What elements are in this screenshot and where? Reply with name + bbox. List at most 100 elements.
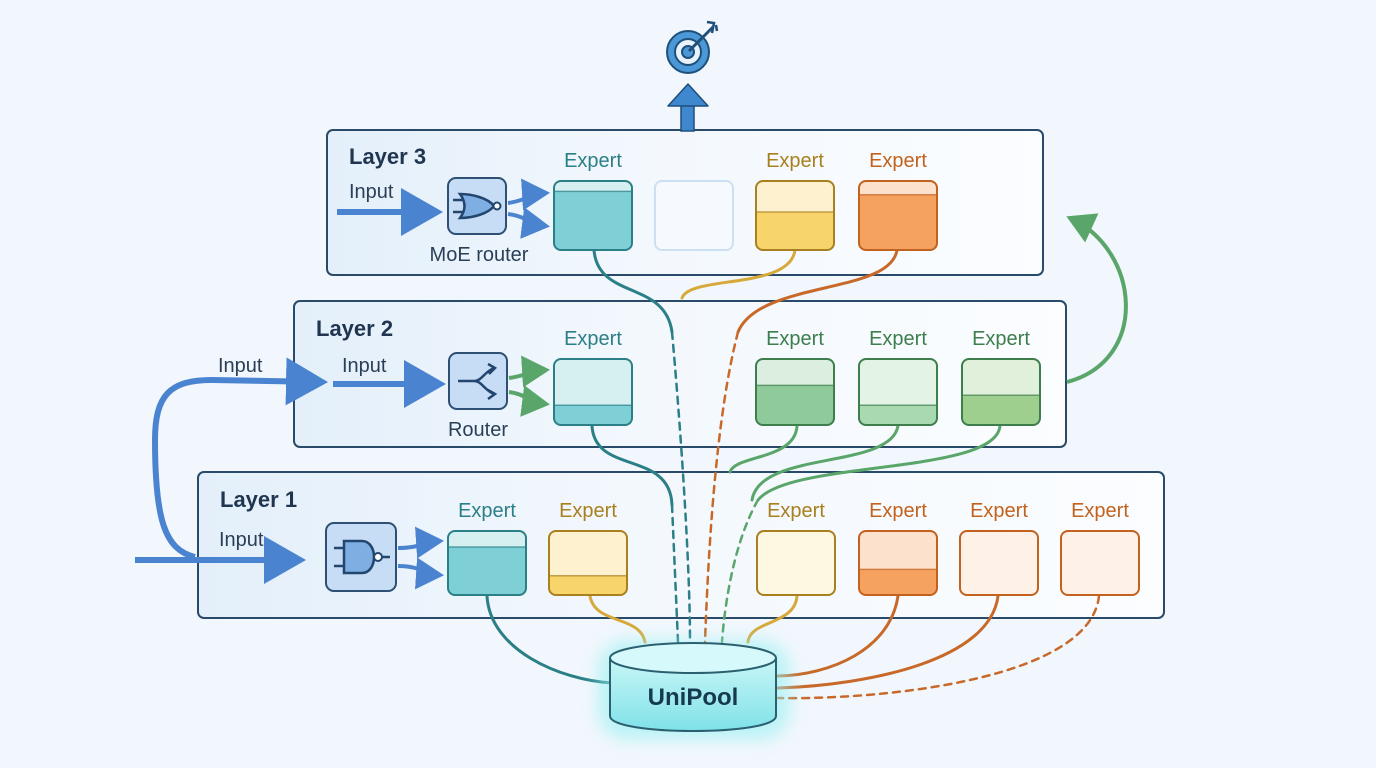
- expert-box-tint: [757, 531, 835, 595]
- layer-2-route-arrow-b: [508, 385, 550, 417]
- expert-block: Expert: [548, 500, 628, 596]
- expert-box-border: [1060, 530, 1140, 596]
- expert-box-border: [858, 530, 938, 596]
- layer-3-route-arrow-b: [507, 207, 550, 239]
- expert-block: Expert: [858, 500, 938, 596]
- expert-box-tint: [1061, 531, 1139, 595]
- unipool-store: UniPool: [598, 640, 790, 740]
- layer-2-outer-input-arrow: [211, 357, 328, 406]
- expert-fill-level: [448, 547, 526, 595]
- connector-l1-e5: [776, 594, 1000, 690]
- expert-box-border: [756, 530, 836, 596]
- expert-block: Expert: [858, 150, 938, 251]
- expert-fill-level: [756, 212, 834, 250]
- expert-fill-level: [859, 194, 937, 250]
- connector-l1-e6: [776, 594, 1101, 700]
- expert-block: Expert: [755, 328, 835, 426]
- expert-box-border: [858, 180, 938, 251]
- expert-label: Expert: [869, 328, 927, 350]
- expert-block: Expert: [961, 328, 1041, 426]
- expert-block: Expert: [553, 328, 633, 426]
- layer-1-input-label: Input: [219, 529, 264, 551]
- expert-label: Expert: [869, 150, 927, 172]
- expert-box-border: [755, 180, 835, 251]
- layer-2-title: Layer 2: [316, 316, 393, 341]
- expert-block: [654, 180, 734, 251]
- expert-label: Expert: [564, 328, 622, 350]
- expert-box-bg: [757, 531, 835, 595]
- expert-block: Expert: [755, 150, 835, 251]
- expert-fill-level: [756, 385, 834, 425]
- expert-label: Expert: [970, 500, 1028, 522]
- or-gate-icon: [447, 177, 507, 235]
- expert-block: Expert: [447, 500, 527, 596]
- connector-l2-e3: [750, 424, 900, 502]
- expert-box-border: [548, 530, 628, 596]
- expert-block: Expert: [1060, 500, 1140, 596]
- connector-l1-e2: [588, 594, 647, 644]
- layer-1-experts: Expert Expert Expert Expert Expert Expert: [447, 500, 1140, 596]
- unipool-label: UniPool: [648, 684, 739, 711]
- expert-block: Expert: [756, 500, 836, 596]
- nand-gate-icon: [325, 522, 397, 592]
- connector-l3-e4-dashed: [703, 330, 740, 644]
- expert-label: Expert: [766, 150, 824, 172]
- layer-2-skip-arrow: [1066, 213, 1128, 384]
- expert-fill-level: [859, 569, 937, 595]
- expert-fill-level: [962, 395, 1040, 425]
- expert-label: Expert: [972, 328, 1030, 350]
- expert-box-tint: [655, 181, 733, 250]
- expert-label: Expert: [869, 500, 927, 522]
- output-arrow: [667, 83, 709, 132]
- layer-3-input-label: Input: [349, 181, 394, 203]
- expert-box-border: [654, 180, 734, 251]
- expert-box-border: [959, 530, 1039, 596]
- expert-fill-level: [554, 191, 632, 250]
- expert-box-border: [961, 358, 1041, 426]
- connector-l2-e4: [756, 424, 1002, 502]
- connector-l3-e3: [680, 248, 797, 300]
- expert-box-border: [553, 180, 633, 251]
- connector-l2-e1: [590, 424, 674, 507]
- layer-1-route-arrow-b: [397, 557, 444, 590]
- connector-l3-e1: [592, 248, 674, 334]
- connector-l2-e1-dashed: [670, 503, 680, 644]
- layer-2-route-arrow-a: [508, 355, 550, 388]
- expert-label: Expert: [1071, 500, 1129, 522]
- expert-label: Expert: [559, 500, 617, 522]
- connector-l1-e1: [485, 594, 614, 685]
- connector-l3-e4: [736, 248, 899, 334]
- connector-l2-e2: [728, 424, 799, 474]
- layer-3-title: Layer 3: [349, 144, 426, 169]
- layer-3-router-label: MoE router: [430, 244, 529, 266]
- expert-box-border: [858, 358, 938, 426]
- expert-box-border: [447, 530, 527, 596]
- connector-l3-e1-dashed: [670, 330, 692, 644]
- expert-box-bg: [1061, 531, 1139, 595]
- layer-1-title: Layer 1: [220, 487, 297, 512]
- pool-connections: [485, 248, 1101, 700]
- layer-2-input-label: Input: [342, 355, 387, 377]
- expert-box-bg: [960, 531, 1038, 595]
- expert-fill-level: [554, 405, 632, 425]
- expert-box-border: [553, 358, 633, 426]
- expert-label: Expert: [767, 500, 825, 522]
- split-arrow-icon: [448, 352, 508, 410]
- connector-l1-e4: [776, 594, 900, 678]
- layer-3-route-arrow-a: [507, 178, 550, 211]
- expert-box-tint: [960, 531, 1038, 595]
- target-icon: [666, 20, 719, 74]
- connector-l1-e3: [746, 594, 799, 644]
- expert-label: Expert: [458, 500, 516, 522]
- expert-block: Expert: [959, 500, 1039, 596]
- expert-fill-level: [859, 405, 937, 425]
- expert-block: Expert: [858, 328, 938, 426]
- expert-label: Expert: [766, 328, 824, 350]
- expert-box-bg: [655, 181, 733, 250]
- layer-1-route-arrow-a: [397, 526, 444, 559]
